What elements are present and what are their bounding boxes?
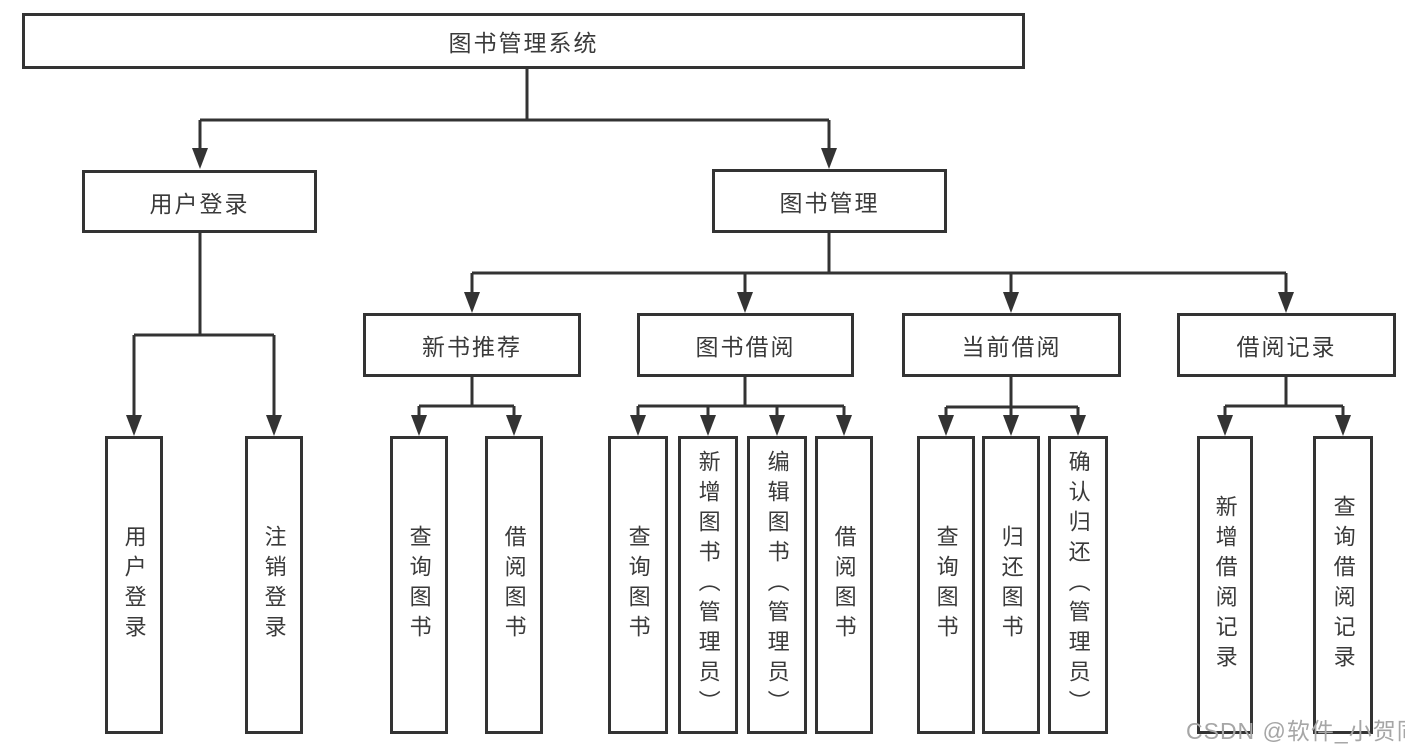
node-book-management: 图书管理 (712, 169, 947, 233)
node-library-system-label: 图书管理系统 (448, 30, 599, 56)
csdn-watermark: CSDN @软件_小贺同学 (1186, 718, 1405, 744)
leaf-recommend-query-books-label: 查询图书 (406, 525, 432, 645)
leaf-borrow-add-books-admin: 新增图书（管理员） (678, 436, 738, 734)
leaf-borrow-edit-books-admin: 编辑图书（管理员） (747, 436, 807, 734)
node-book-borrow-label: 图书借阅 (695, 334, 796, 360)
leaf-records-query-record: 查询借阅记录 (1313, 436, 1373, 734)
arrowheads (126, 148, 1351, 436)
node-borrow-records-label: 借阅记录 (1236, 334, 1337, 360)
leaf-user-login: 用户登录 (105, 436, 163, 734)
node-book-management-label: 图书管理 (779, 190, 880, 216)
leaf-current-query-books-label: 查询图书 (933, 525, 959, 645)
node-user-login: 用户登录 (82, 170, 317, 233)
leaf-borrow-borrow-books: 借阅图书 (815, 436, 873, 734)
leaf-borrow-query-books: 查询图书 (608, 436, 668, 734)
leaf-records-query-record-label: 查询借阅记录 (1330, 495, 1356, 675)
node-book-borrow: 图书借阅 (637, 313, 854, 377)
leaf-logout-label: 注销登录 (261, 525, 287, 645)
leaf-records-add-record-label: 新增借阅记录 (1212, 495, 1238, 675)
leaf-recommend-borrow-books: 借阅图书 (485, 436, 543, 734)
leaf-current-query-books: 查询图书 (917, 436, 975, 734)
leaf-user-login-label: 用户登录 (121, 525, 147, 645)
node-current-borrow: 当前借阅 (902, 313, 1121, 377)
leaf-borrow-add-books-admin-label: 新增图书（管理员） (695, 450, 721, 720)
node-borrow-records: 借阅记录 (1177, 313, 1396, 377)
node-new-book-recommend-label: 新书推荐 (422, 334, 522, 360)
node-user-login-label: 用户登录 (149, 190, 250, 217)
leaf-records-add-record: 新增借阅记录 (1197, 436, 1253, 734)
leaf-recommend-query-books: 查询图书 (390, 436, 448, 734)
leaf-borrow-borrow-books-label: 借阅图书 (831, 525, 857, 645)
node-library-system: 图书管理系统 (22, 13, 1025, 69)
leaf-recommend-borrow-books-label: 借阅图书 (501, 525, 527, 645)
leaf-borrow-edit-books-admin-label: 编辑图书（管理员） (764, 450, 790, 720)
leaf-current-return-books: 归还图书 (982, 436, 1040, 734)
leaf-logout: 注销登录 (245, 436, 303, 734)
leaf-current-return-books-label: 归还图书 (998, 525, 1024, 645)
node-new-book-recommend: 新书推荐 (363, 313, 581, 377)
leaf-borrow-query-books-label: 查询图书 (625, 525, 651, 645)
node-current-borrow-label: 当前借阅 (961, 334, 1062, 360)
leaf-current-confirm-return-admin: 确认归还（管理员） (1048, 436, 1108, 734)
leaf-current-confirm-return-admin-label: 确认归还（管理员） (1065, 450, 1091, 720)
